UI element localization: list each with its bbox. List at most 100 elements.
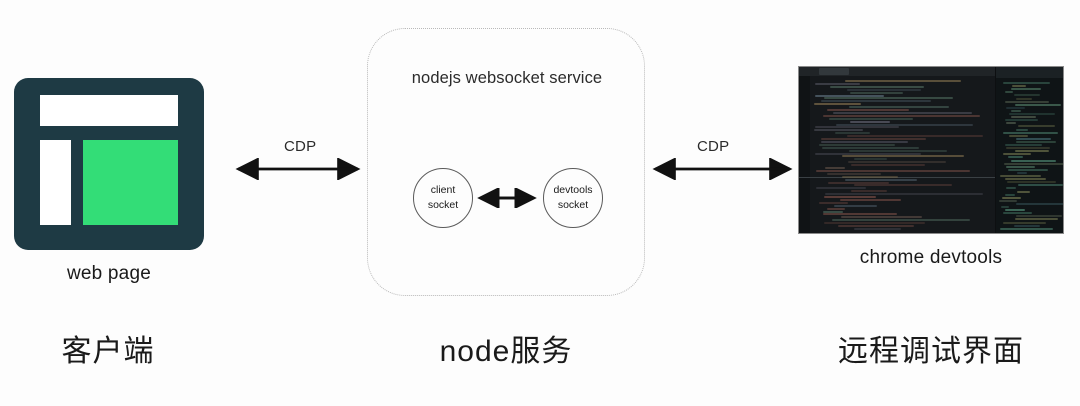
node-service-title: nodejs websocket service — [411, 69, 603, 87]
code-line — [1011, 159, 1056, 162]
bottom-label-node-service: node服务 — [439, 335, 573, 368]
code-line — [1018, 125, 1055, 128]
devtools-side-panel — [996, 67, 1063, 233]
code-line — [1016, 202, 1063, 205]
code-line — [1006, 106, 1025, 109]
code-line — [1004, 162, 1063, 165]
code-line — [842, 175, 898, 178]
code-line — [1005, 144, 1042, 146]
code-line — [838, 225, 914, 227]
code-line — [829, 117, 913, 120]
code-line — [823, 213, 897, 216]
code-line — [1008, 156, 1023, 159]
client-socket-node: client socket — [413, 168, 473, 228]
code-line — [849, 149, 947, 152]
browser-window-icon — [14, 78, 204, 250]
code-line — [854, 184, 952, 187]
code-line — [1005, 209, 1025, 212]
code-line — [1011, 88, 1041, 91]
browser-topbar-icon — [40, 95, 178, 126]
code-line — [835, 132, 870, 135]
code-line — [850, 120, 890, 123]
browser-sidebar-icon — [40, 140, 71, 225]
code-line — [836, 123, 973, 126]
code-line — [825, 167, 845, 169]
code-line — [1016, 140, 1056, 143]
code-line — [1016, 97, 1032, 100]
code-line — [851, 164, 925, 167]
code-line — [1005, 193, 1015, 196]
code-line — [1003, 153, 1031, 156]
code-line — [847, 135, 983, 138]
code-line — [815, 94, 884, 97]
code-line — [1001, 206, 1009, 208]
cdp-label-left: CDP — [284, 138, 317, 155]
node-webpage: web page — [14, 78, 204, 285]
code-line — [1003, 212, 1032, 215]
code-line — [815, 126, 899, 129]
devtools-line-gutter — [799, 76, 810, 233]
code-line — [1015, 103, 1061, 106]
code-line — [850, 91, 903, 94]
devtools-socket-line1: devtools — [553, 183, 593, 196]
code-line — [999, 199, 1017, 202]
devtools-screenshot-icon — [798, 66, 1064, 234]
client-socket-line1: client — [430, 183, 456, 196]
code-line — [848, 161, 946, 164]
bottom-label-remote-debug: 远程调试界面 — [838, 335, 1024, 368]
code-line — [1009, 134, 1028, 137]
code-line — [1005, 91, 1013, 94]
code-line — [1005, 100, 1049, 103]
code-line — [841, 216, 922, 219]
code-line — [815, 82, 860, 85]
code-line — [824, 222, 925, 225]
socket-link-arrow — [477, 188, 537, 208]
code-line — [815, 152, 921, 155]
code-line — [814, 103, 861, 106]
code-line — [1014, 224, 1040, 227]
code-line — [819, 201, 848, 204]
code-line — [1017, 171, 1027, 174]
code-line — [823, 210, 843, 213]
code-line — [834, 204, 877, 207]
code-line — [1006, 165, 1035, 168]
code-line — [1002, 196, 1021, 199]
code-line — [821, 138, 926, 140]
bottom-label-client: 客户端 — [61, 335, 155, 368]
cdp-label-right: CDP — [697, 138, 730, 155]
code-line — [1006, 187, 1016, 190]
code-line — [1015, 218, 1058, 221]
code-line — [845, 178, 917, 181]
code-line — [1017, 190, 1030, 193]
code-line — [854, 227, 901, 230]
code-line — [1003, 82, 1050, 84]
code-line — [1007, 181, 1056, 184]
devtools-caption: chrome devtools — [859, 247, 1003, 268]
devtools-socket-node: devtools socket — [543, 168, 603, 228]
code-line — [1000, 175, 1041, 177]
browser-content-icon — [83, 140, 178, 225]
code-line — [1011, 109, 1021, 112]
code-line — [825, 193, 983, 196]
code-line — [832, 219, 970, 222]
code-line — [1009, 113, 1055, 115]
code-line — [830, 85, 924, 88]
code-line — [1006, 122, 1016, 125]
code-line — [1016, 128, 1028, 131]
code-line — [1011, 116, 1036, 119]
code-line — [849, 106, 949, 109]
code-line — [821, 100, 931, 103]
devtools-panel-divider — [799, 177, 995, 178]
client-socket-line2: socket — [427, 199, 459, 211]
code-line — [816, 187, 866, 190]
code-line — [827, 109, 909, 111]
webpage-caption: web page — [66, 263, 151, 284]
code-line — [840, 198, 901, 201]
devtools-socket-line2: socket — [557, 199, 589, 211]
code-line — [1006, 147, 1050, 150]
devtools-tabbar — [799, 67, 995, 76]
code-line — [1005, 119, 1038, 122]
code-line — [1003, 131, 1058, 134]
code-line — [824, 196, 876, 198]
code-line — [1005, 178, 1046, 181]
